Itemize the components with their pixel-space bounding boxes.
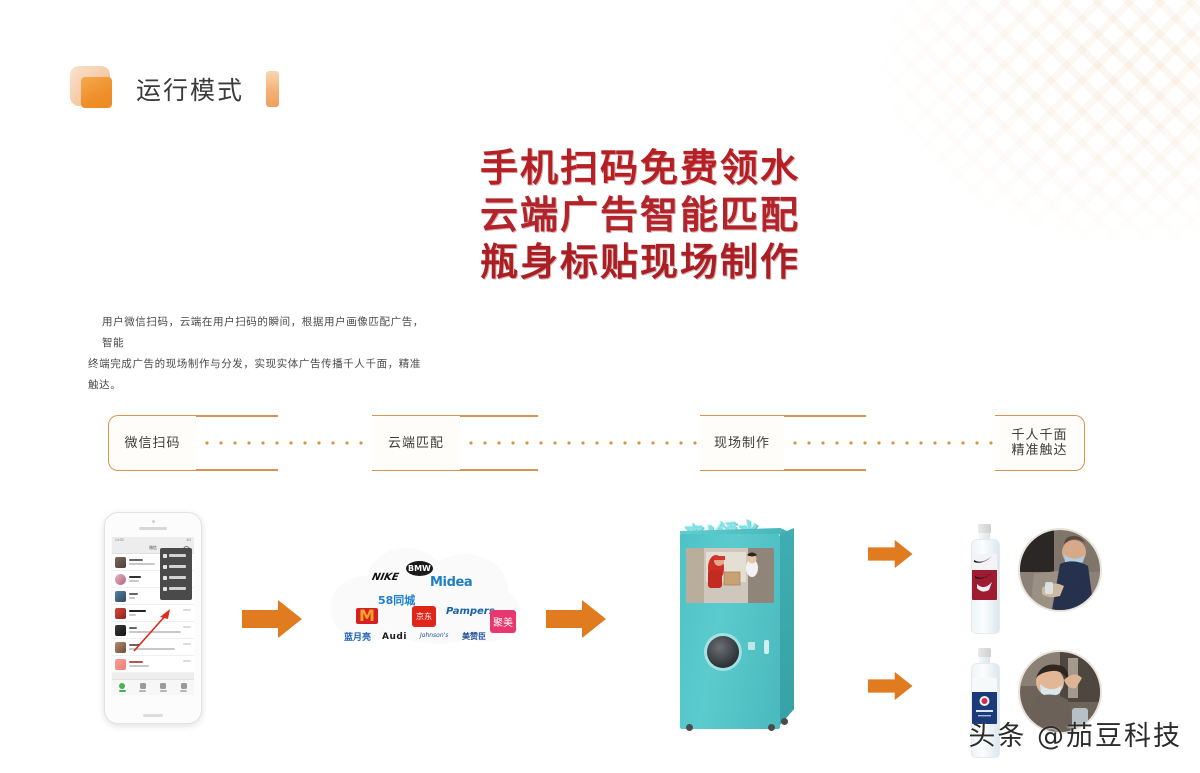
brand-bmw: BMW [406, 561, 433, 576]
brand-johnsons: Johnson's [420, 632, 449, 639]
section-header: 运行模式 [70, 66, 280, 112]
phone-mockup: 14:03 4G 微信 [104, 512, 202, 724]
red-arrow-icon [133, 609, 170, 652]
bottle-nike [968, 524, 1002, 634]
contacts-icon [139, 683, 146, 690]
wechat-tab-bar [112, 679, 194, 695]
list-item[interactable] [112, 639, 194, 656]
headline-line-3: 瓶身标贴现场制作 [480, 240, 801, 284]
bottle-bluemoon [968, 648, 1002, 758]
avatar [115, 556, 126, 568]
rounded-square-icon [70, 66, 116, 112]
brand-jumei: 聚美 [490, 610, 516, 633]
menu-item-scan[interactable] [160, 572, 192, 583]
tab-contacts[interactable] [133, 680, 154, 695]
tab-me[interactable] [174, 680, 195, 695]
list-item[interactable] [112, 622, 194, 639]
section-accent-bar [266, 71, 280, 107]
list-item[interactable] [112, 588, 194, 605]
person-icon [180, 683, 187, 690]
flow-arrow-2 [546, 598, 608, 640]
headline-block: 手机扫码免费领水 云端广告智能匹配 瓶身标贴现场制作 [480, 145, 900, 286]
menu-item-group-chat[interactable] [160, 550, 192, 561]
menu-item-add-friend[interactable] [160, 561, 192, 572]
description-line-1: 用户微信扫码，云端在用户扫码的瞬间，根据用户画像匹配广告，智能 [102, 316, 424, 349]
flow-step-cloud: 云端匹配 [372, 415, 460, 471]
avatar [115, 624, 126, 636]
avatar [115, 607, 126, 619]
brand-mcdonalds: M [356, 608, 378, 624]
photo-man-with-bottle [1018, 528, 1102, 612]
flow-step-scan: 微信扫码 [108, 415, 196, 471]
section-title: 运行模式 [136, 76, 245, 105]
machine-panel[interactable] [748, 642, 755, 650]
brand-meadjohnson: 美赞臣 [462, 632, 486, 641]
list-item[interactable] [112, 656, 194, 673]
avatar [115, 658, 126, 670]
menu-item-pay[interactable] [160, 583, 192, 594]
machine-ad-screen[interactable] [686, 548, 774, 603]
status-time: 14:03 [115, 538, 124, 542]
brand-58tongcheng: 58同城 [378, 594, 416, 607]
tab-discover[interactable] [153, 680, 174, 695]
headline-line-2: 云端广告智能匹配 [480, 193, 801, 237]
brand-midea: Midea [430, 575, 473, 590]
result-arrow-bottom [868, 670, 914, 702]
phone-home-button[interactable] [143, 714, 163, 717]
watermark: 头条 @茄豆科技 [968, 721, 1182, 752]
brand-audi: Audi [382, 632, 407, 642]
add-friend-icon [163, 564, 167, 569]
flow-arrow-1 [242, 598, 304, 640]
phone-status-bar: 14:03 4G [112, 537, 194, 544]
wechat-plus-menu[interactable] [160, 548, 192, 600]
wechat-title: 微信 [149, 546, 157, 550]
chat-list [112, 554, 194, 673]
machine-slot[interactable] [764, 640, 769, 654]
brand-jd: 京东 [412, 606, 436, 627]
scan-icon [163, 575, 167, 580]
flow-step-reach: 千人千面 精准触达 [995, 415, 1085, 471]
avatar [115, 590, 126, 602]
description-paragraph: 用户微信扫码，云端在用户扫码的瞬间，根据用户画像匹配广告，智能 终端完成广告的现… [88, 312, 428, 396]
bottle-label-bluemoon [972, 678, 997, 724]
compass-icon [160, 683, 167, 690]
bottle-label-nike [972, 554, 997, 600]
brand-nike: NIKE [370, 572, 400, 583]
description-line-2: 终端完成广告的现场制作与分发，实现实体广告传播千人千面，精准触达。 [88, 358, 421, 391]
phone-camera-icon [152, 520, 155, 523]
avatar [115, 641, 126, 653]
pay-icon [163, 586, 167, 591]
headline-line-1: 手机扫码免费领水 [480, 146, 801, 190]
list-item[interactable] [112, 605, 194, 622]
tab-chats[interactable] [112, 680, 133, 695]
process-flow: 微信扫码 云端匹配 现场制作 千人千面 精准触达 [0, 415, 1200, 477]
chat-icon [119, 683, 126, 690]
group-chat-icon [163, 553, 167, 558]
phone-speaker [139, 527, 167, 530]
water-vending-machine: 来!领水 [668, 518, 798, 739]
brand-bluemoon: 蓝月亮 [344, 633, 372, 643]
flow-step-print: 现场制作 [700, 415, 784, 471]
dispenser-port[interactable] [707, 636, 739, 668]
photo-woman-with-bottle [1018, 650, 1102, 734]
advertiser-logo-cloud: NIKE BMW Midea 58同城 M 京东 Pampers 聚美 蓝月亮 … [330, 548, 525, 648]
result-arrow-top [868, 538, 914, 570]
avatar [115, 573, 126, 585]
list-item[interactable] [112, 571, 194, 588]
status-signal: 4G [186, 538, 191, 542]
phone-screen: 14:03 4G 微信 [112, 537, 194, 695]
brand-pampers: Pampers [446, 606, 495, 617]
